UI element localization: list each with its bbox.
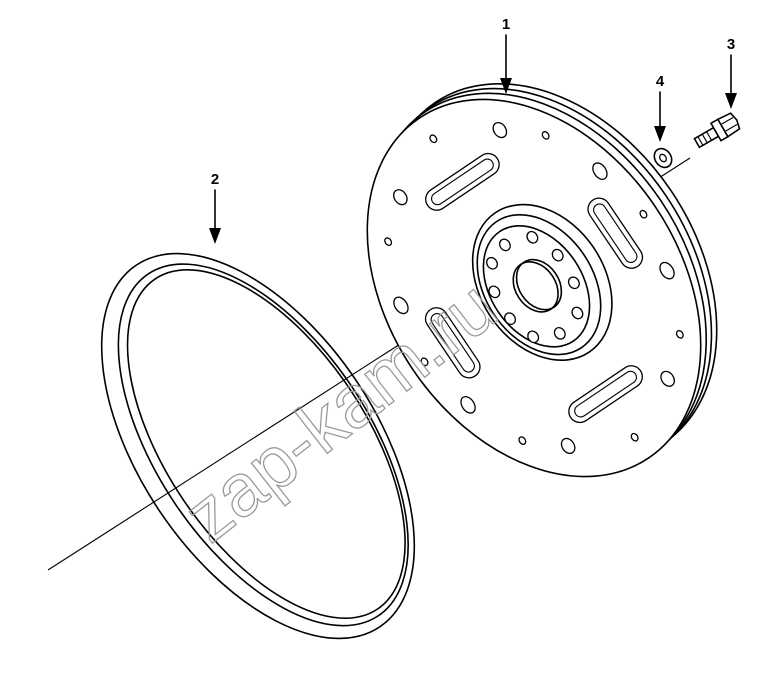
callout-label-2: 2 xyxy=(211,171,219,188)
callout-label-3: 3 xyxy=(727,36,735,53)
callout-arrow-2 xyxy=(209,189,221,244)
ring-gear-part-2 xyxy=(100,252,416,640)
flywheel-part-1 xyxy=(366,83,718,478)
bolt-part-3 xyxy=(693,112,741,149)
callout-arrow-4 xyxy=(654,91,666,142)
callout-arrow-3 xyxy=(725,54,737,109)
callout-label-4: 4 xyxy=(656,73,665,90)
washer-part-4 xyxy=(653,147,673,169)
callout-arrow-1 xyxy=(500,34,512,94)
callout-label-1: 1 xyxy=(502,16,510,33)
